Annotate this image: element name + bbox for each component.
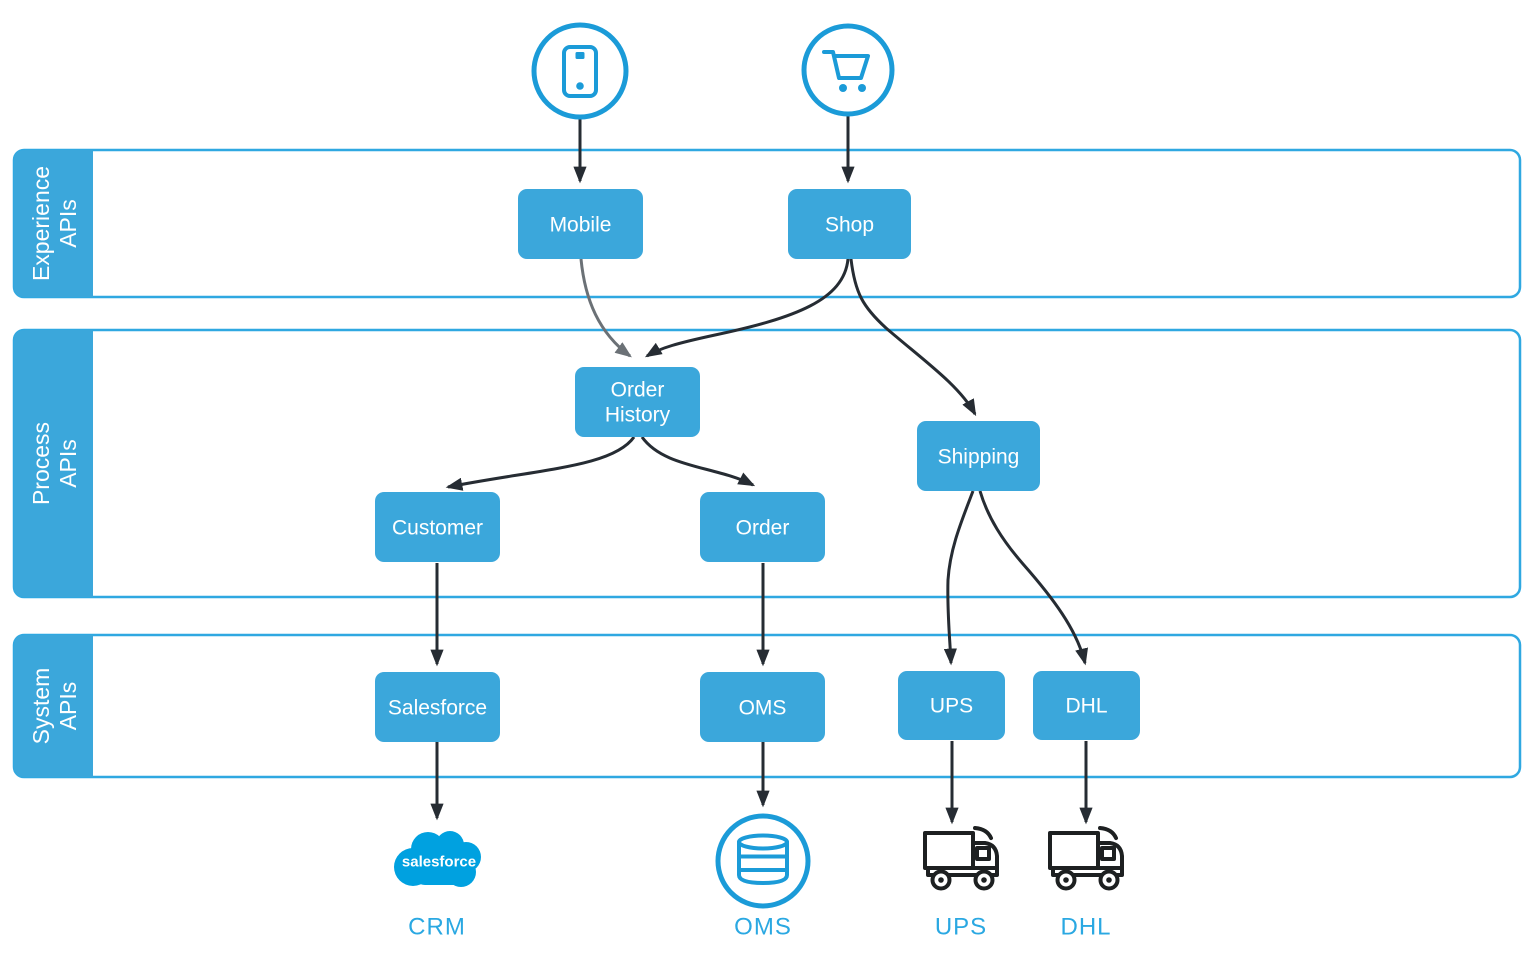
- shipping-node-rect: [917, 421, 1040, 491]
- connector-mobile-to-order-history: [579, 258, 632, 358]
- shop-node-label: Shop: [825, 214, 874, 237]
- ups-node-label: UPS: [930, 695, 973, 718]
- mobile-node-label: Mobile: [550, 214, 612, 237]
- oms-api-node: OMS: [700, 672, 825, 742]
- experience-apis-band: Experience APIs: [12, 148, 1522, 299]
- order-history-node-label-line1: Order: [611, 379, 665, 402]
- dhl-node-rect: [1033, 671, 1140, 740]
- system-band-label-line2: APIs: [55, 682, 81, 731]
- dhl-truck-icon: [1048, 826, 1124, 891]
- salesforce-logo-text: salesforce: [402, 854, 476, 871]
- experience-band-label-line2: APIs: [55, 199, 81, 248]
- shipping-api-node: Shipping: [917, 421, 1040, 491]
- system-band-label-line1: System: [28, 668, 54, 745]
- smartphone-icon: [562, 45, 598, 98]
- dhl-api-node: DHL: [1033, 671, 1140, 740]
- system-band-label-box: [14, 635, 93, 777]
- connector-order-history-to-customer: [445, 436, 636, 491]
- connector-shipping-to-dhl: [978, 490, 1089, 666]
- connector-shipping-to-ups: [943, 490, 975, 666]
- experience-band-label-line1: Experience: [28, 166, 54, 281]
- salesforce-api-node: Salesforce: [375, 672, 500, 742]
- process-band-label-line1: Process: [28, 422, 54, 505]
- smartphone-icon-circle: [531, 22, 629, 120]
- ups-endpoint-label: UPS: [935, 914, 987, 941]
- experience-band-label-box: [14, 150, 93, 297]
- order-history-node-label-line2: History: [605, 404, 671, 427]
- ups-truck-icon: [923, 826, 999, 891]
- customer-node-label: Customer: [392, 517, 483, 540]
- shopping-cart-icon-circle: [801, 23, 895, 117]
- mobile-api-node: Mobile: [518, 189, 643, 259]
- oms-node-rect: [700, 672, 825, 742]
- oms-endpoint-label: OMS: [734, 914, 792, 941]
- salesforce-node-label: Salesforce: [388, 697, 487, 720]
- process-band-label-line2: APIs: [55, 439, 81, 488]
- database-icon: [737, 833, 789, 885]
- ups-endpoint: UPS: [923, 826, 999, 941]
- shipping-node-label: Shipping: [938, 446, 1020, 469]
- salesforce-node-rect: [375, 672, 500, 742]
- order-node-label: Order: [736, 517, 790, 540]
- crm-endpoint-label: CRM: [408, 914, 466, 941]
- connector-shop-to-order-history: [644, 258, 850, 358]
- mobile-device-source: [531, 22, 629, 120]
- crm-endpoint: salesforce CRM: [394, 831, 481, 941]
- oms-endpoint: OMS: [715, 813, 811, 941]
- connectors: [430, 115, 1093, 825]
- mobile-node-rect: [518, 189, 643, 259]
- order-api-node: Order: [700, 492, 825, 562]
- customer-api-node: Customer: [375, 492, 500, 562]
- database-icon-circle: [715, 813, 811, 909]
- order-history-api-node: Order History: [575, 367, 700, 437]
- connector-shop-to-shipping: [849, 258, 977, 417]
- ups-node-rect: [898, 671, 1005, 740]
- salesforce-cloud-logo: salesforce: [394, 831, 481, 887]
- order-node-rect: [700, 492, 825, 562]
- shop-api-node: Shop: [788, 189, 911, 259]
- dhl-endpoint: DHL: [1048, 826, 1124, 941]
- dhl-endpoint-label: DHL: [1060, 914, 1111, 941]
- customer-node-rect: [375, 492, 500, 562]
- shopping-cart-icon: [822, 50, 870, 92]
- dhl-node-label: DHL: [1065, 695, 1107, 718]
- connector-order-history-to-order: [640, 436, 756, 487]
- order-history-node-rect: [575, 367, 700, 437]
- web-shop-source: [801, 23, 895, 117]
- oms-node-label: OMS: [739, 697, 787, 720]
- experience-band-rect: [12, 148, 1522, 299]
- ups-api-node: UPS: [898, 671, 1005, 740]
- shop-node-rect: [788, 189, 911, 259]
- process-band-label-box: [14, 330, 93, 597]
